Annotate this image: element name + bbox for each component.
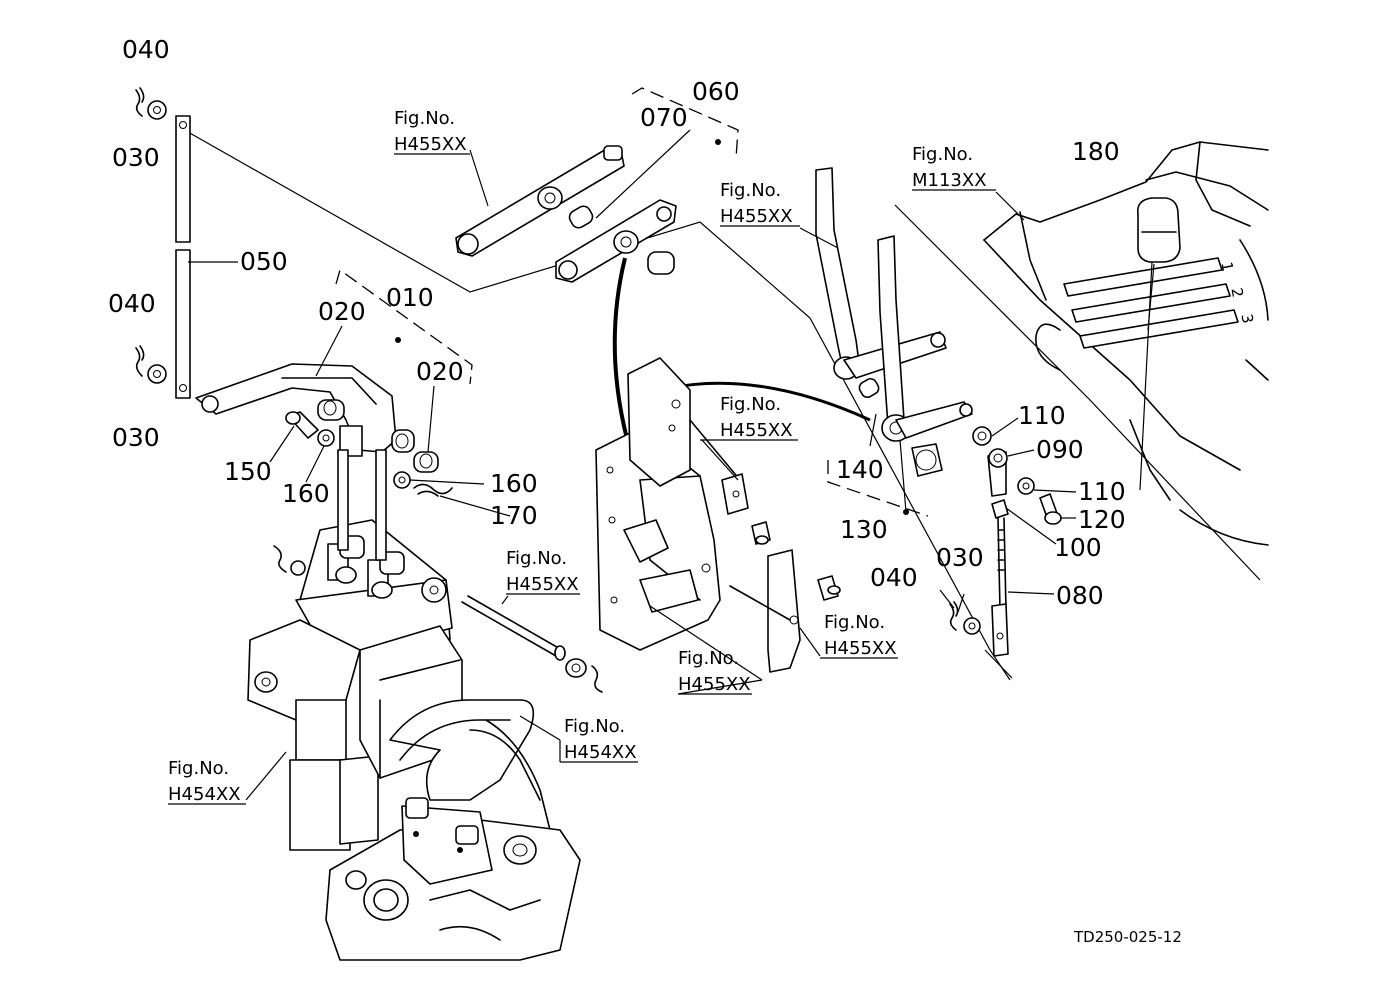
fig-ref-b: H455XX xyxy=(720,206,793,227)
fig-label-c: Fig.No. xyxy=(720,394,781,415)
fig-label-b: Fig.No. xyxy=(720,180,781,201)
clip-040-middle xyxy=(135,345,145,377)
fig-label-e: Fig.No. xyxy=(824,612,885,633)
label-110-upper: 110 xyxy=(1018,401,1066,430)
pin-170 xyxy=(413,483,453,497)
label-080: 080 xyxy=(1056,581,1104,610)
label-060: 060 xyxy=(692,77,740,106)
label-050: 050 xyxy=(240,247,288,276)
label-010: 010 xyxy=(386,283,434,312)
fig-label-h2: Fig.No. xyxy=(564,716,625,737)
dashed-bracket-010 xyxy=(335,268,473,385)
shaft-center xyxy=(461,595,603,693)
washer-110-upper xyxy=(972,426,992,446)
hydraulic-pipes xyxy=(389,699,551,831)
bracket-upper xyxy=(627,357,741,487)
fig-label-d: Fig.No. xyxy=(506,548,567,569)
label-180: 180 xyxy=(1072,137,1120,166)
rod-080 xyxy=(991,517,1009,657)
knob-180 xyxy=(1136,197,1181,263)
washer-160-left xyxy=(317,429,335,447)
fig-ref-c: H455XX xyxy=(720,420,793,441)
fig-ref-d: H455XX xyxy=(506,574,579,595)
label-160-right: 160 xyxy=(490,469,538,498)
dashed-bracket-130 xyxy=(827,460,929,517)
bracket-lower-right xyxy=(729,549,841,673)
bushing-070 xyxy=(568,205,594,229)
fig-label-h1: Fig.No. xyxy=(168,758,229,779)
dashed-bracket-060 xyxy=(631,87,739,159)
bolt-150 xyxy=(285,411,319,439)
label-110-lower: 110 xyxy=(1078,477,1126,506)
rod-050 xyxy=(175,115,191,399)
washer-030-middle xyxy=(147,364,167,384)
label-140: 140 xyxy=(836,455,884,484)
link-plate-left xyxy=(455,145,625,257)
fig-ref-f: H455XX xyxy=(678,674,751,695)
clip-040-upper xyxy=(135,87,145,117)
leader-lines xyxy=(188,129,1155,801)
lever-010 xyxy=(195,363,415,457)
mounting-plate xyxy=(595,427,721,651)
label-040-top: 040 xyxy=(122,35,170,64)
label-100: 100 xyxy=(1054,533,1102,562)
label-030-lower: 030 xyxy=(936,543,984,572)
fig-ref-e: H455XX xyxy=(824,638,897,659)
fig-ref-m: M113XX xyxy=(912,170,987,191)
fig-label-f: Fig.No. xyxy=(678,648,739,669)
fig-label-a: Fig.No. xyxy=(394,108,455,129)
label-040-lower: 040 xyxy=(870,563,918,592)
lever-130 xyxy=(858,235,973,477)
label-070: 070 xyxy=(640,103,688,132)
label-090: 090 xyxy=(1036,435,1084,464)
washer-160-right xyxy=(393,471,411,489)
gate-mark-3: 3 xyxy=(1237,312,1256,325)
label-030-top: 030 xyxy=(112,143,160,172)
clip-040-lower xyxy=(949,601,959,631)
link-plate-060 xyxy=(555,199,677,283)
fig-ref-h2: H454XX xyxy=(564,742,637,763)
drawing-code: TD250-025-12 xyxy=(1073,928,1182,946)
nut-100 xyxy=(991,499,1009,519)
figure-references: Fig.No. H455XX Fig.No. H455XX Fig.No. M1… xyxy=(168,108,996,805)
washer-030-upper xyxy=(147,100,167,120)
engine-block xyxy=(325,797,581,961)
fig-ref-a: H455XX xyxy=(394,134,467,155)
label-020-right: 020 xyxy=(416,357,464,386)
label-150: 150 xyxy=(224,457,272,486)
fig-label-m: Fig.No. xyxy=(912,144,973,165)
label-160-left: 160 xyxy=(282,479,330,508)
collar-020 xyxy=(413,451,439,473)
label-040-mid: 040 xyxy=(108,289,156,318)
shift-gate: 1 2 3 xyxy=(1063,257,1257,349)
label-130: 130 xyxy=(840,515,888,544)
ball-joint-090 xyxy=(987,448,1008,497)
part-labels: 040 030 050 040 030 020 010 020 150 160 … xyxy=(108,35,1126,610)
fig-ref-h1: H454XX xyxy=(168,784,241,805)
label-170: 170 xyxy=(490,501,538,530)
label-020-left: 020 xyxy=(318,297,366,326)
bolt-120 xyxy=(1039,493,1062,525)
label-120: 120 xyxy=(1078,505,1126,534)
gate-mark-2: 2 xyxy=(1227,286,1246,299)
washer-030-lower xyxy=(963,617,981,635)
control-valve xyxy=(247,449,463,851)
washer-110-lower xyxy=(1017,477,1035,495)
small-bracket-right xyxy=(721,473,771,545)
gate-mark-1: 1 xyxy=(1217,260,1236,273)
label-030-mid: 030 xyxy=(112,423,160,452)
